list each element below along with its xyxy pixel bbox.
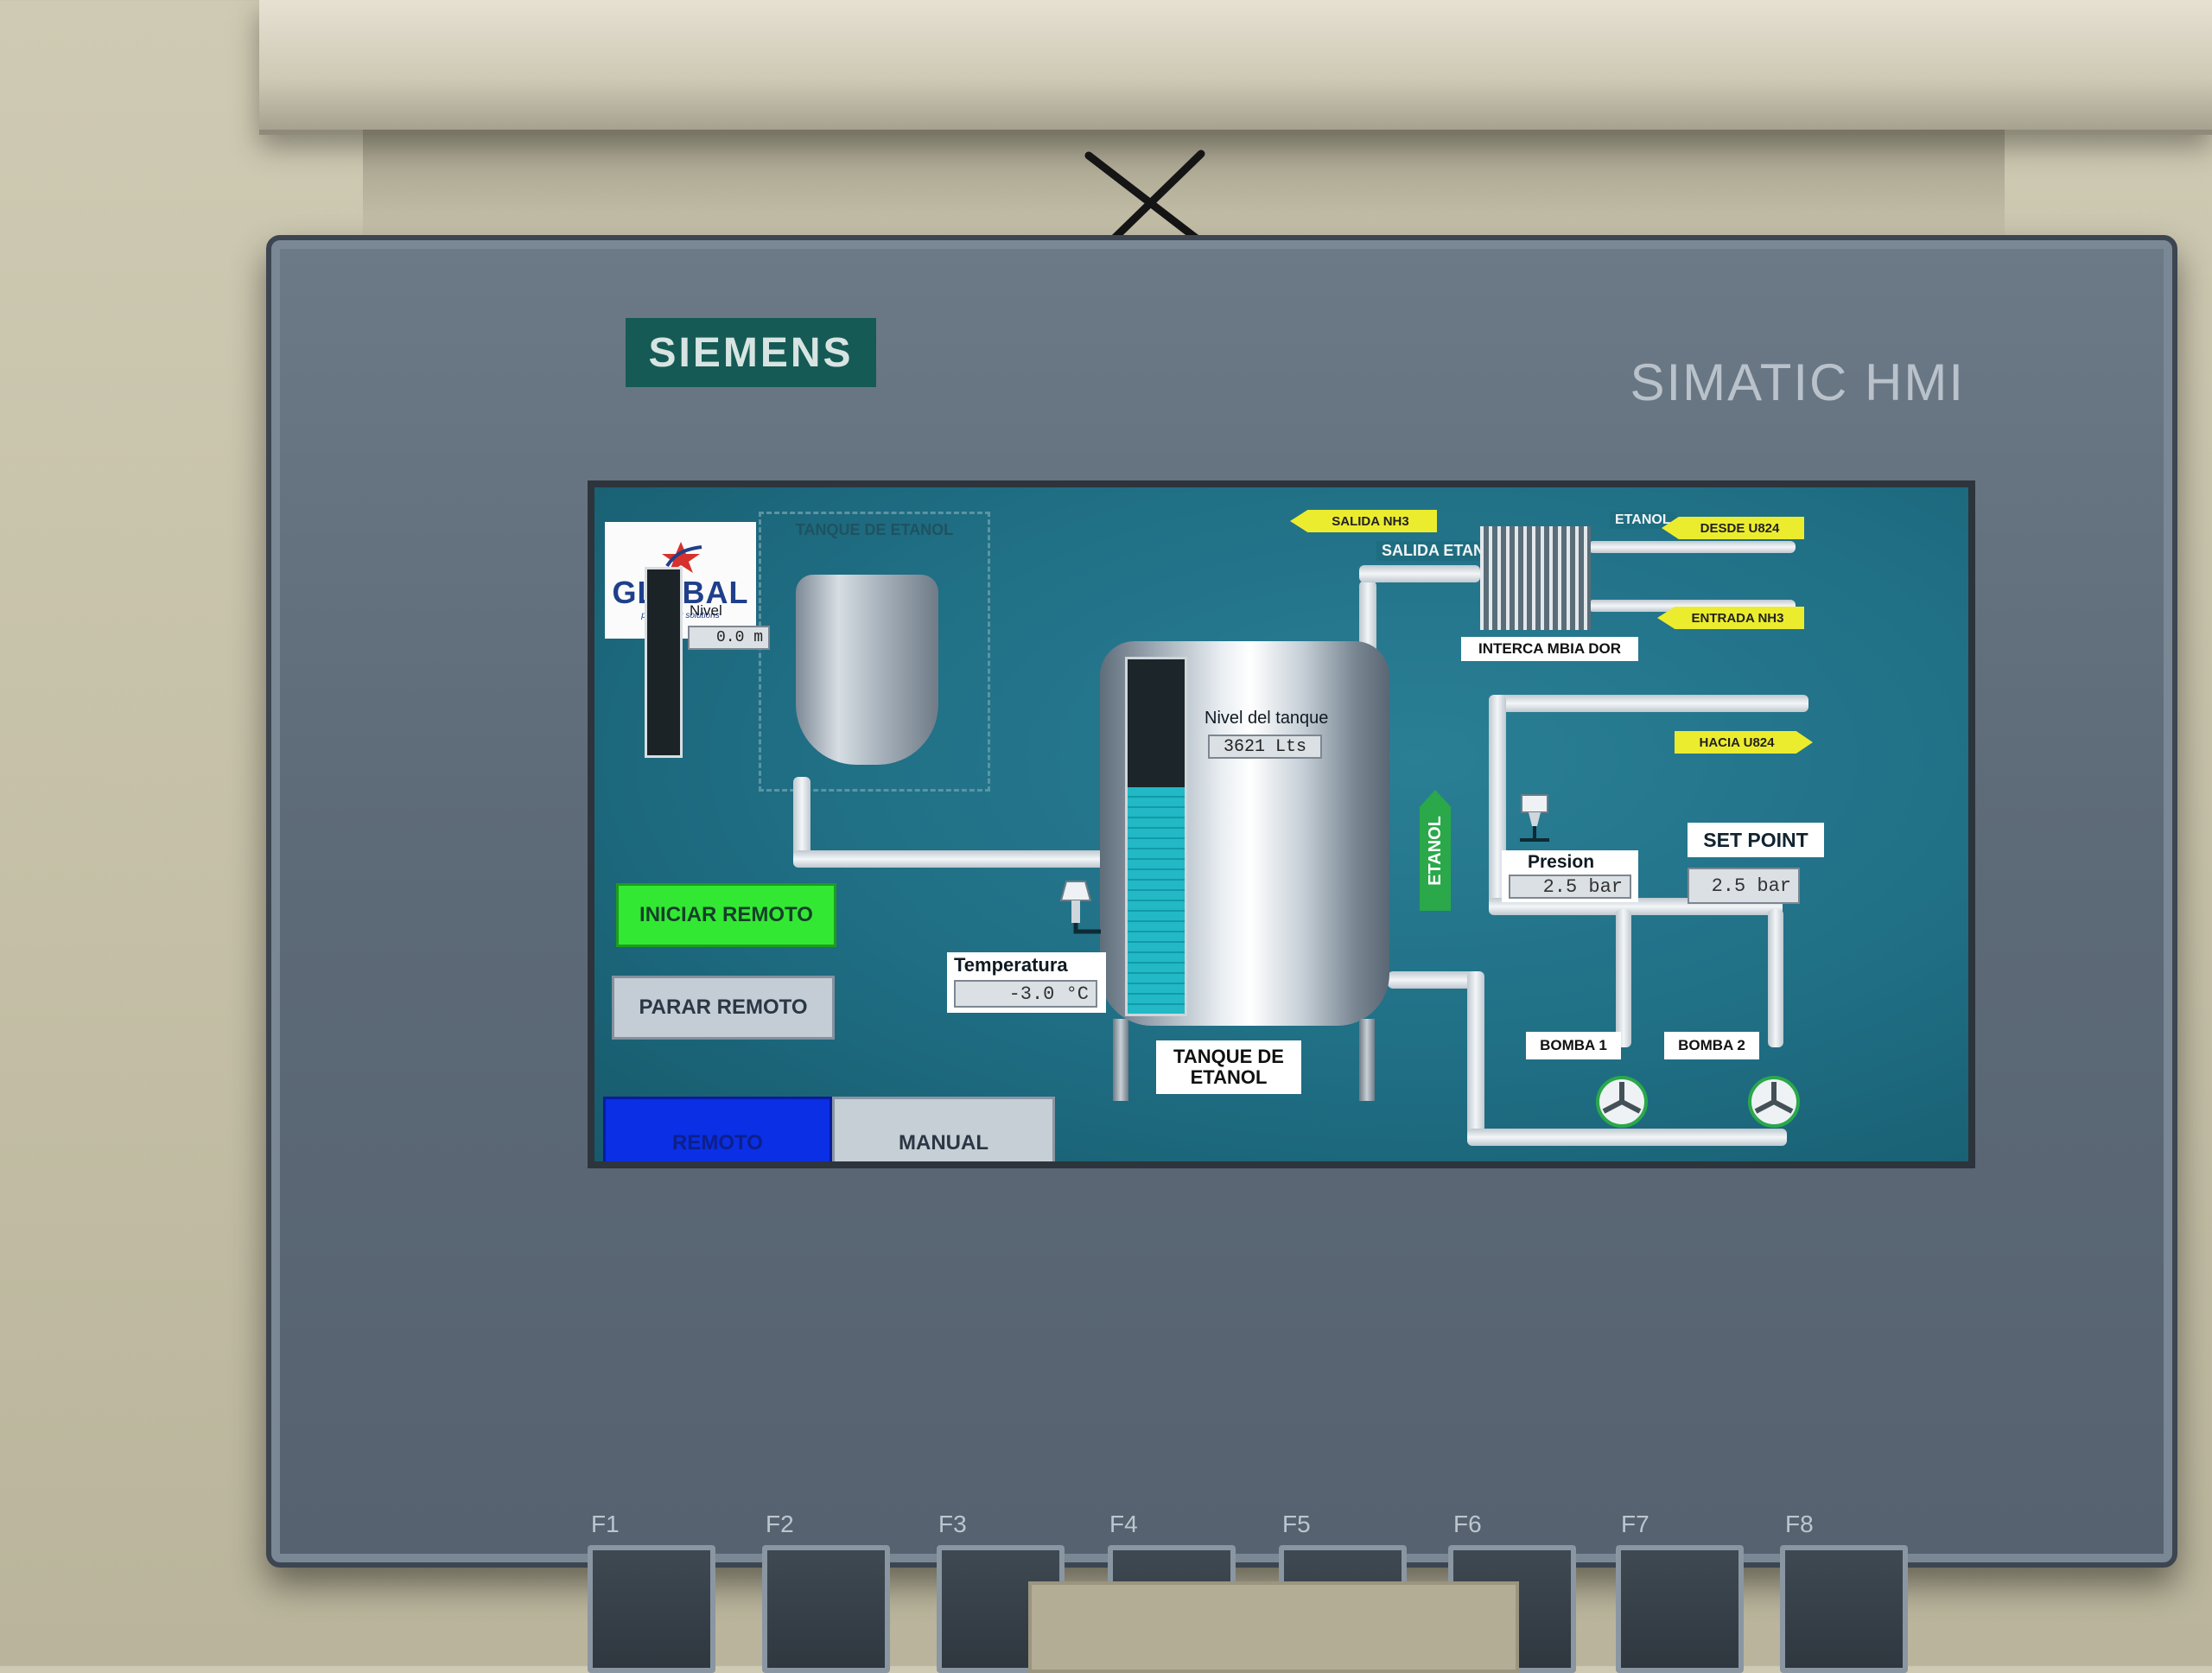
small-tank-title: TANQUE DE ETANOL xyxy=(795,521,954,538)
tag-hacia-u824: HACIA U824 xyxy=(1675,731,1813,754)
main-tank-level-field: 3621 Lts xyxy=(1208,735,1322,759)
stop-remote-button[interactable]: PARAR REMOTO xyxy=(612,976,835,1040)
label-salida-etanol: SALIDA ETANOL xyxy=(1376,541,1511,561)
tag-entrada-nh3: ENTRADA NH3 xyxy=(1657,607,1804,629)
label-etanol: ETANOL xyxy=(1610,512,1676,529)
product-name: SIMATIC HMI xyxy=(1630,353,1965,411)
f4-label: F4 xyxy=(1109,1511,1138,1537)
temperature-sensor-icon xyxy=(1059,881,1101,934)
pump-2-icon[interactable] xyxy=(1747,1075,1801,1129)
f7-key[interactable] xyxy=(1616,1545,1744,1673)
start-remote-button[interactable]: INICIAR REMOTO xyxy=(616,883,836,947)
etanol-flow-arrow: ETANOL xyxy=(1420,790,1451,911)
logo-star-icon xyxy=(661,542,702,573)
tank-leg-right xyxy=(1359,1019,1375,1101)
junction-box xyxy=(1028,1581,1519,1673)
f8-label: F8 xyxy=(1785,1511,1814,1537)
temperature-field: -3.0 °C xyxy=(954,980,1097,1008)
setpoint-label: SET POINT xyxy=(1688,823,1824,857)
f8-key[interactable] xyxy=(1780,1545,1908,1673)
hmi-screen: GLOBAL processing solutions TANQUE DE ET… xyxy=(588,480,1975,1168)
pipe-pump2-up xyxy=(1768,909,1783,1047)
temperature-panel: Temperatura -3.0 °C xyxy=(947,952,1106,1013)
temperature-label: Temperatura xyxy=(954,954,1068,976)
pipe-salida-etanol xyxy=(1359,565,1480,582)
small-tank-area: TANQUE DE ETANOL xyxy=(759,512,990,792)
pipe-salida-etanol-up xyxy=(1359,581,1376,658)
f1-label: F1 xyxy=(591,1511,620,1537)
main-tank-level-fill xyxy=(1128,786,1185,1014)
heat-exchanger xyxy=(1480,526,1591,630)
pump-2-label: BOMBA 2 xyxy=(1664,1032,1759,1059)
pump-1-label: BOMBA 1 xyxy=(1526,1032,1621,1059)
main-tank-title: TANQUE DE ETANOL xyxy=(1156,1040,1301,1094)
pressure-sensor-icon xyxy=(1520,794,1549,842)
pressure-field: 2.5 bar xyxy=(1509,875,1631,899)
small-tank-body xyxy=(796,575,938,765)
setpoint-input[interactable]: 2.5 bar xyxy=(1688,868,1800,904)
f2-label: F2 xyxy=(766,1511,794,1537)
etanol-flow-label: ETANOL xyxy=(1425,815,1445,886)
heat-exchanger-label: INTERCA MBIA DOR xyxy=(1461,637,1638,661)
main-tank-level-gauge xyxy=(1125,657,1187,1016)
f3-label: F3 xyxy=(938,1511,967,1537)
f5-label: F5 xyxy=(1282,1511,1311,1537)
manual-mode-button[interactable]: MANUAL xyxy=(832,1097,1055,1161)
main-tank-level-label: Nivel del tanque xyxy=(1205,709,1329,728)
pipe-main-tank-outlet xyxy=(1388,971,1483,989)
pipe-to-main-tank xyxy=(793,850,1104,868)
small-tank-level-label: Nivel xyxy=(690,602,722,619)
pipe-etanol-line xyxy=(1588,541,1796,553)
f7-label: F7 xyxy=(1621,1511,1649,1537)
hmi-device: SIEMENS SIMATIC HMI GLOBAL processing so… xyxy=(266,235,2177,1673)
tag-desde-u824: DESDE U824 xyxy=(1662,517,1804,539)
tag-salida-nh3: SALIDA NH3 xyxy=(1290,510,1437,532)
pipe-outlet-down xyxy=(1467,971,1484,1144)
remote-mode-button[interactable]: REMOTO xyxy=(603,1097,832,1161)
tank-leg-left xyxy=(1113,1019,1128,1101)
f6-label: F6 xyxy=(1453,1511,1482,1537)
pressure-panel: Presion 2.5 bar xyxy=(1502,850,1638,902)
brand-logo: SIEMENS xyxy=(626,318,876,387)
handwritten-x-mark xyxy=(1084,149,1205,251)
f2-key[interactable] xyxy=(762,1545,890,1673)
pressure-label: Presion xyxy=(1528,852,1595,872)
pipe-small-tank-down xyxy=(793,777,810,865)
pipe-pump1-up xyxy=(1616,909,1631,1047)
pipe-hacia-u824 xyxy=(1497,695,1808,712)
small-tank-level-field: 0.0 m xyxy=(688,626,770,650)
small-tank-level-bar xyxy=(645,567,683,758)
pipe-bottom-return xyxy=(1467,1129,1787,1146)
f1-key[interactable] xyxy=(588,1545,715,1673)
enclosure-cover xyxy=(259,0,2212,135)
pump-1-icon[interactable] xyxy=(1595,1075,1649,1129)
